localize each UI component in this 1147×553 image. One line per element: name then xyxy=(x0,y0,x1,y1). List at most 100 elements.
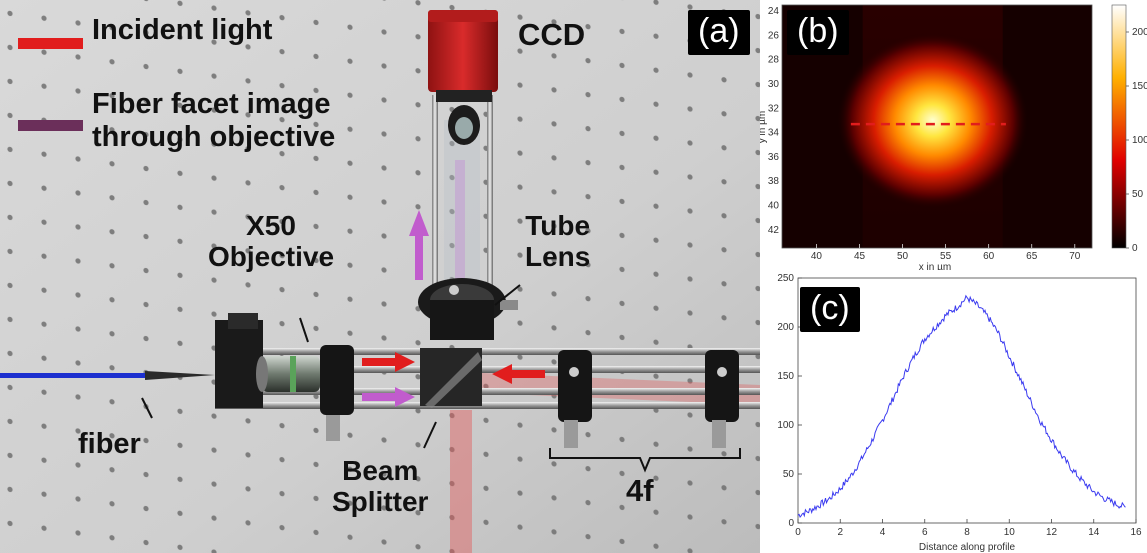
pointer-tube-lens xyxy=(494,284,521,306)
thumb-screw xyxy=(500,300,518,310)
cage-rod xyxy=(215,348,760,355)
cage-rod xyxy=(215,402,760,409)
label-beam-splitter: Beam Splitter xyxy=(332,455,428,518)
heatmap-y-label: y in µm xyxy=(760,111,768,143)
heatmap-y-tick-label: 28 xyxy=(768,55,780,66)
reflected-beam-down xyxy=(450,410,472,553)
heatmap-y-tick-label: 36 xyxy=(768,152,780,163)
legend-fiber-image: Fiber facet image through objective xyxy=(92,88,335,155)
ccd-mount xyxy=(436,90,492,102)
profile-x-tick-label: 8 xyxy=(964,527,970,538)
heatmap-y-tick-label: 38 xyxy=(768,176,780,187)
legend-swatch-incident xyxy=(18,38,83,49)
profile-y-tick-label: 50 xyxy=(783,469,795,480)
incident-arrow xyxy=(492,364,545,384)
label-4f: 4f xyxy=(626,473,654,508)
legend-swatch-fiber-image xyxy=(18,120,83,131)
heatmap-y-tick-label: 32 xyxy=(768,103,780,114)
colorbar-tick-label: 150 xyxy=(1132,81,1147,92)
heatmap-x-tick-label: 55 xyxy=(940,251,952,262)
heatmap-y-tick-label: 34 xyxy=(768,128,780,139)
label-objective-line1: X50 xyxy=(246,210,296,241)
profile-x-tick-label: 16 xyxy=(1130,527,1142,538)
pointer-fiber xyxy=(141,397,153,419)
heatmap-x-tick-label: 50 xyxy=(897,251,909,262)
heatmap-x-tick-label: 45 xyxy=(854,251,866,262)
cage-plate-screw xyxy=(326,415,340,441)
incident-arrow xyxy=(362,352,415,372)
pointer-beam-splitter xyxy=(423,421,437,449)
profile-y-tick-label: 200 xyxy=(777,322,794,333)
profile-x-tick-label: 4 xyxy=(880,527,886,538)
label-beam-splitter-line1: Beam xyxy=(342,455,419,486)
setup-illustration: Incident light Fiber facet image through… xyxy=(0,0,760,553)
legend-incident-light: Incident light xyxy=(92,14,273,46)
profile-x-axis: 0 2 4 6 8 10 12 14 16 xyxy=(795,519,1142,538)
label-tube-lens: Tube Lens xyxy=(525,210,590,273)
tube-lens-holder xyxy=(430,300,494,340)
image-arrow xyxy=(362,387,415,407)
cage-plate-4f-1 xyxy=(558,350,592,422)
profile-plot-area xyxy=(797,277,1137,524)
profile-x-tick-label: 2 xyxy=(837,527,843,538)
heatmap-x-tick-label: 65 xyxy=(1026,251,1038,262)
pointer-objective xyxy=(299,317,309,343)
heatmap-y-tick-label: 42 xyxy=(768,225,780,236)
heatmap-x-tick-label: 40 xyxy=(811,251,823,262)
profile-y-axis: 0 50 100 150 200 250 xyxy=(777,273,802,529)
cage-rod xyxy=(215,366,760,373)
heatmap-y-tick-label: 30 xyxy=(768,79,780,90)
ccd-camera-body xyxy=(428,10,498,92)
set-screw xyxy=(569,367,579,377)
profile-x-tick-label: 6 xyxy=(922,527,928,538)
profile-x-tick-label: 0 xyxy=(795,527,801,538)
4f-brace xyxy=(549,448,741,473)
heatmap-content xyxy=(837,5,1028,248)
heatmap-x-tick-label: 70 xyxy=(1069,251,1081,262)
profile-x-tick-label: 12 xyxy=(1046,527,1058,538)
profile-y-tick-label: 250 xyxy=(777,273,794,284)
colorbar-tick-label: 50 xyxy=(1132,189,1144,200)
profile-y-tick-label: 100 xyxy=(777,420,794,431)
cage-plate-screw xyxy=(712,420,726,448)
image-arrow-up xyxy=(409,210,429,280)
cage-rod xyxy=(432,95,438,335)
label-ccd: CCD xyxy=(518,17,586,52)
heatmap-y-tick-label: 24 xyxy=(768,6,780,17)
fiber-cable xyxy=(0,373,145,378)
label-tube-lens-line1: Tube xyxy=(525,210,591,241)
set-screw xyxy=(449,285,459,295)
heatmap-x-tick-label: 60 xyxy=(983,251,995,262)
imaging-beam xyxy=(455,160,465,310)
colorbar-tick-label: 100 xyxy=(1132,135,1147,146)
panel-tag-c: (c) xyxy=(800,287,860,332)
label-fiber: fiber xyxy=(78,428,141,460)
heatmap-y-tick-label: 26 xyxy=(768,30,780,41)
objective-adjuster xyxy=(228,313,258,329)
colorbar-tick-label: 0 xyxy=(1132,243,1138,254)
profile-y-tick-label: 150 xyxy=(777,371,794,382)
setup-drawing xyxy=(0,0,760,553)
cage-plate-4f-2 xyxy=(705,350,739,422)
profile-x-label: Distance along profile xyxy=(919,542,1016,553)
ccd-camera-top xyxy=(428,10,498,22)
label-beam-splitter-line2: Splitter xyxy=(332,486,429,518)
heatmap-y-axis: 24 26 28 30 32 34 36 38 40 42 xyxy=(768,6,780,236)
legend-fiber-image-line2: through objective xyxy=(92,121,336,154)
legend-fiber-image-line1: Fiber facet image xyxy=(92,88,331,120)
ccd-window xyxy=(455,117,473,139)
cage-rod xyxy=(487,95,493,335)
label-objective-line2: Objective xyxy=(208,241,335,273)
label-objective: X50 Objective xyxy=(208,210,334,273)
profile-x-tick-label: 10 xyxy=(1004,527,1016,538)
profile-x-tick-label: 14 xyxy=(1088,527,1100,538)
beam-splitter-plate xyxy=(425,352,482,408)
profile-y-tick-label: 0 xyxy=(788,518,794,529)
heatmap-y-tick-label: 40 xyxy=(768,200,780,211)
label-tube-lens-line2: Lens xyxy=(525,241,591,273)
fiber-tip xyxy=(145,371,215,380)
set-screw xyxy=(717,367,727,377)
